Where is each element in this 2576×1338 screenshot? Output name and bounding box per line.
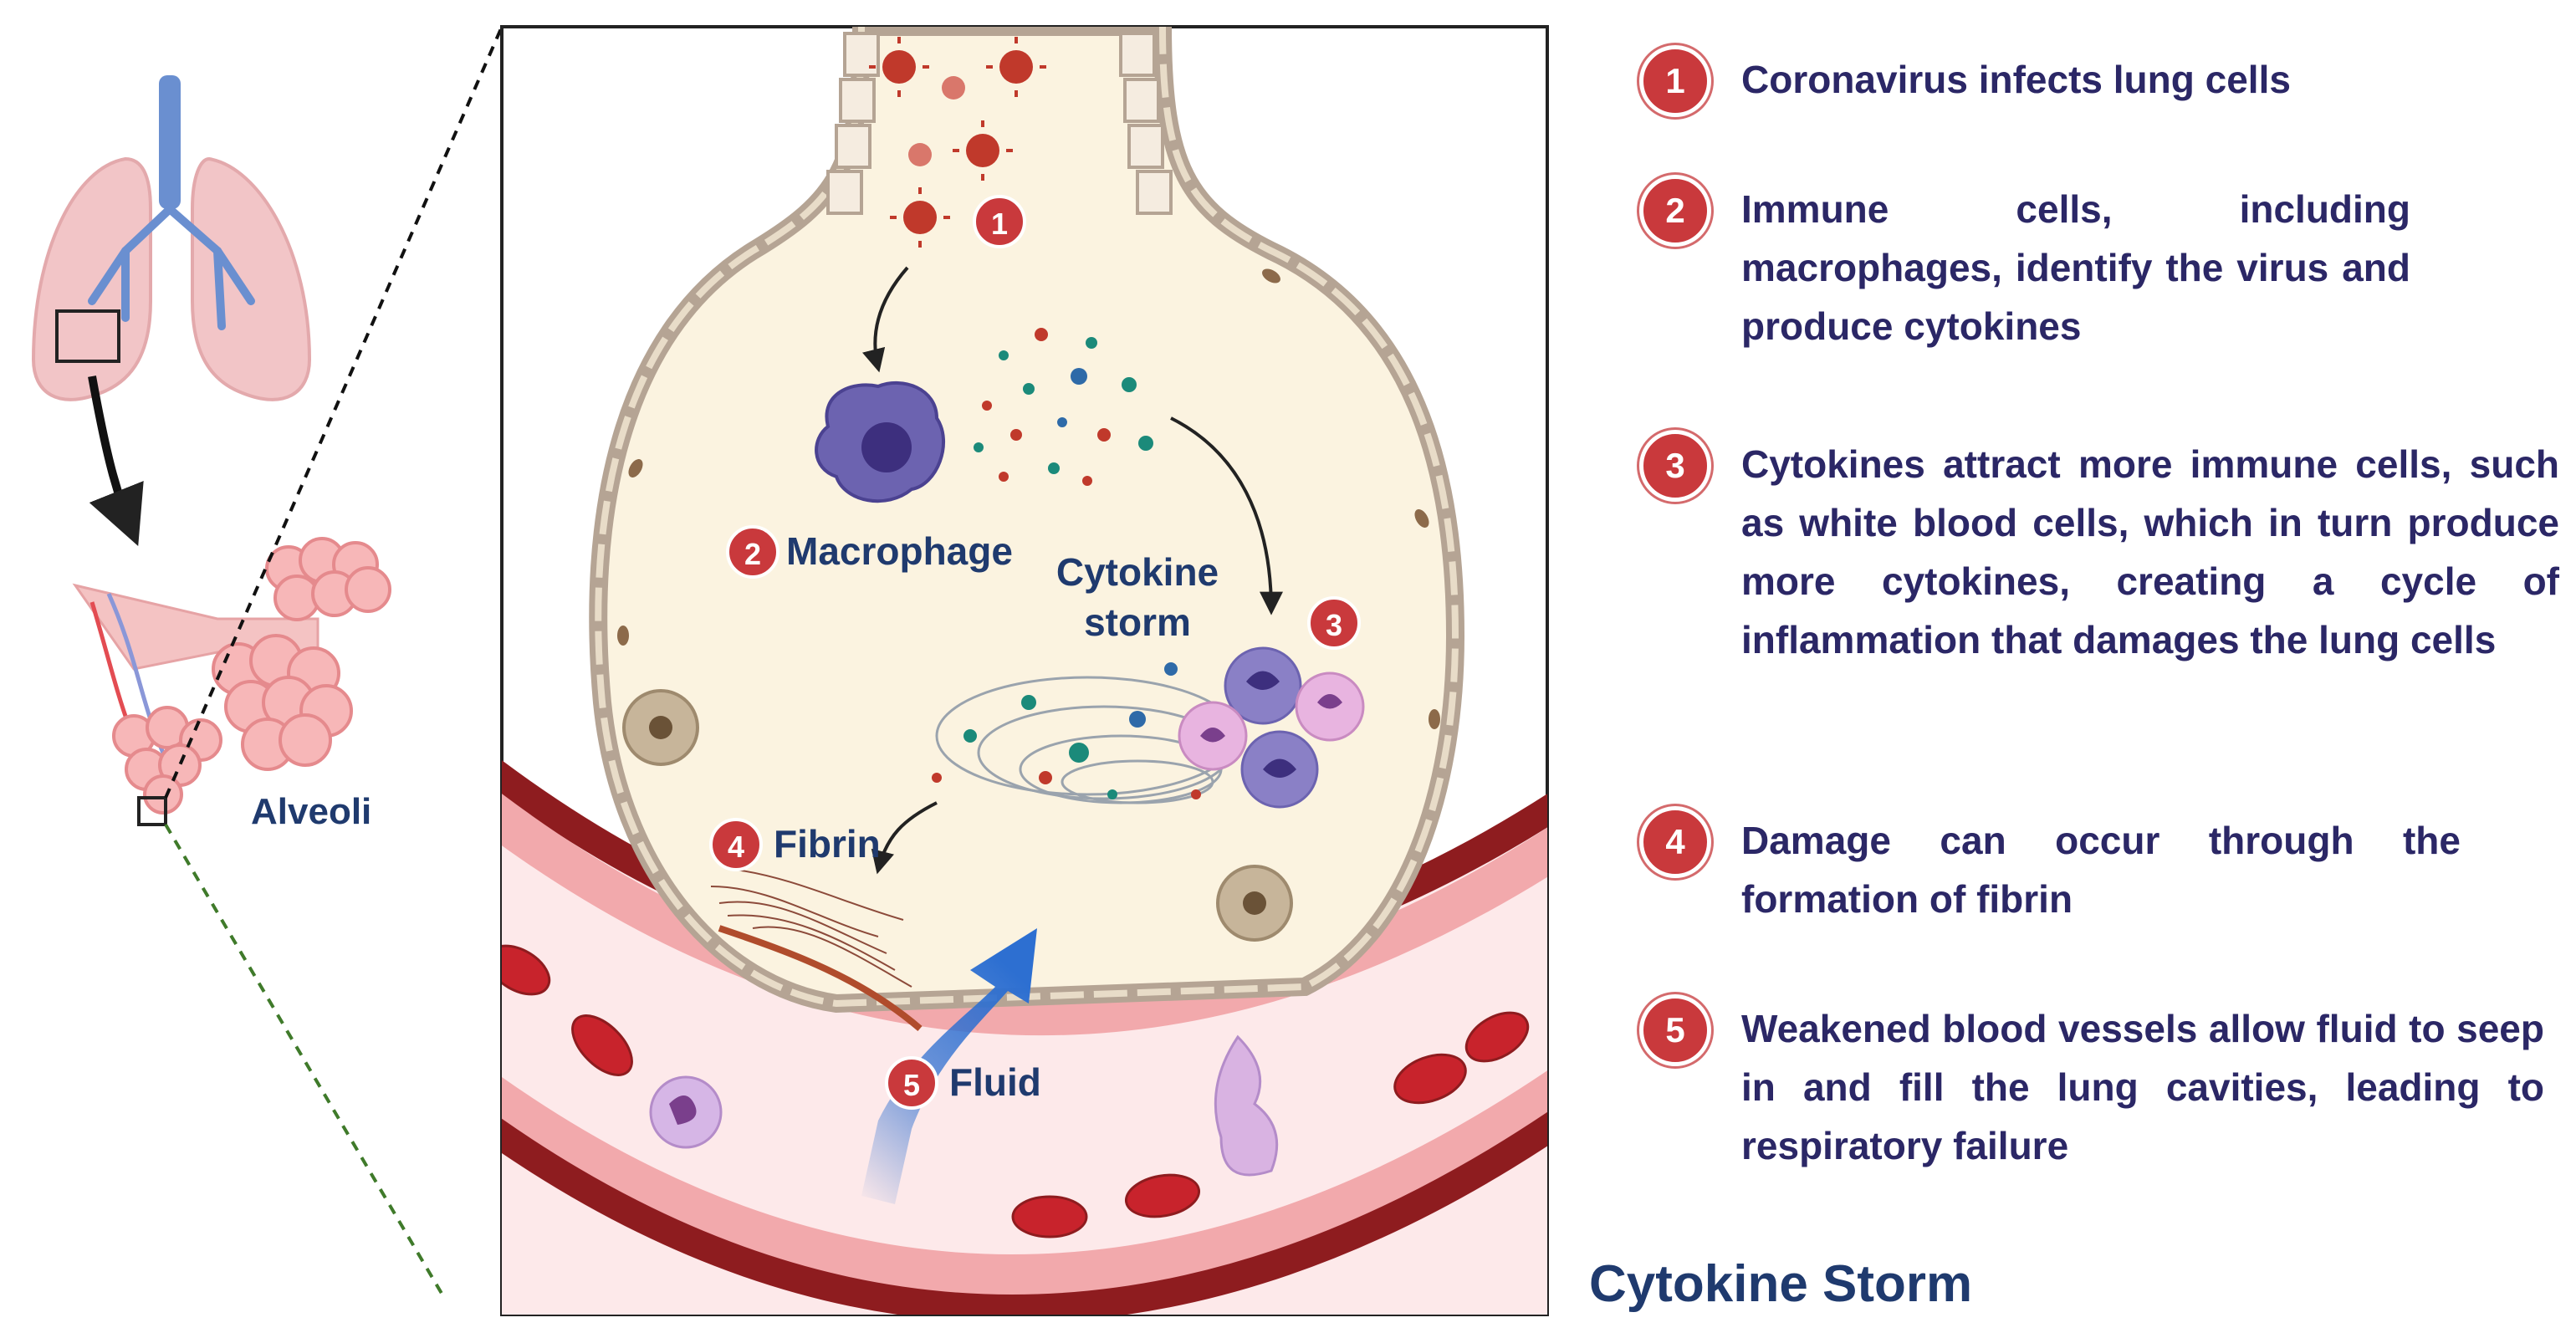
badge-4: 4 [709, 818, 763, 871]
virus-spikes [869, 37, 1046, 248]
lungs-illustration [31, 75, 312, 546]
svg-text:4: 4 [728, 830, 744, 864]
vessel-wall-lower [502, 1111, 1547, 1315]
fluid-arrow [861, 928, 1037, 1204]
zoom-line-bottom [164, 823, 445, 1298]
step-number-1: 1 [1639, 45, 1711, 117]
svg-text:1: 1 [991, 207, 1008, 241]
step-number-2: 2 [1639, 175, 1711, 247]
badge-2: 2 [726, 525, 779, 579]
fibrin-strands [710, 869, 912, 988]
badge-1: 1 [973, 195, 1026, 248]
svg-text:3: 3 [1326, 608, 1342, 642]
step-text-3: Cytokines attract more immune cells, suc… [1741, 442, 2559, 661]
bronchi [88, 205, 255, 330]
trachea [159, 75, 181, 209]
red-blood-cells [502, 944, 1530, 1238]
step-2: 2 Immune cells, including macrophages, i… [1639, 175, 2559, 355]
svg-text:5: 5 [903, 1068, 920, 1102]
step-1: 1 Coronavirus infects lung cells [1639, 45, 2559, 117]
zoom-box-alveolus [137, 796, 167, 826]
step-number-5: 5 [1639, 994, 1711, 1066]
step-text-1: Coronavirus infects lung cells [1741, 58, 2291, 101]
coronavirus-particles [882, 50, 1033, 234]
bronchiole-epithelium [826, 32, 1173, 215]
badge-5: 5 [885, 1056, 938, 1110]
step-5: 5 Weakened blood vessels allow fluid to … [1639, 994, 2559, 1175]
step-3: 3 Cytokines attract more immune cells, s… [1639, 430, 2559, 669]
label-alveoli: Alveoli [251, 791, 371, 832]
white-blood-cells-cluster [1178, 646, 1365, 809]
label-cytokine-storm-line1: Cytokine [1056, 550, 1219, 594]
alveoli-illustration [72, 537, 391, 826]
migrating-white-blood-cell [1214, 1034, 1279, 1177]
step-number-3: 3 [1639, 430, 1711, 502]
step-text-2: Immune cells, including macrophages, ide… [1741, 187, 2410, 348]
step-number-4: 4 [1639, 806, 1711, 878]
zoom-arrow [88, 375, 144, 546]
cytokines [974, 328, 1153, 486]
figure-title: Cytokine Storm [1589, 1255, 1973, 1313]
step-4: 4 Damage can occur through the formation… [1639, 806, 2559, 928]
svg-text:2: 2 [744, 537, 761, 571]
label-fluid: Fluid [949, 1060, 1041, 1104]
badge-3: 3 [1307, 596, 1361, 650]
wall-nuclei [617, 268, 1440, 729]
step-text-4: Damage can occur through the formation o… [1741, 819, 2461, 921]
label-cytokine-storm-line2: storm [1084, 600, 1191, 644]
label-macrophage: Macrophage [786, 529, 1013, 573]
label-fibrin: Fibrin [774, 822, 881, 866]
step-text-5: Weakened blood vessels allow fluid to se… [1741, 1007, 2544, 1167]
zoom-line-top [164, 26, 503, 799]
zoom-box-lung [55, 309, 120, 363]
blood-vessel-lumen [502, 778, 1547, 1315]
